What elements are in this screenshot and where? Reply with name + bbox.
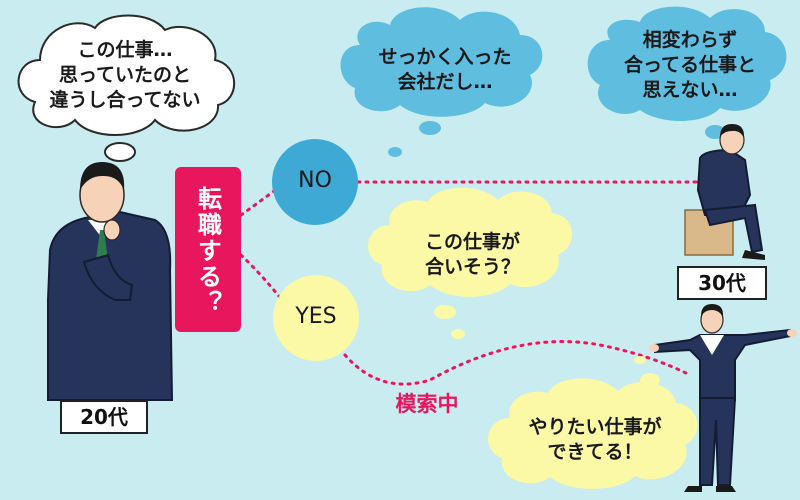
worker30-thought-line: 相変わらず xyxy=(642,29,738,51)
success-thought-line: できてる！ xyxy=(547,441,643,463)
no-thought-line: 会社だし… xyxy=(397,71,493,93)
thought-cloud-success xyxy=(488,356,698,489)
thought-cloud-no xyxy=(340,7,543,157)
decision-question: 転職する？ xyxy=(193,186,222,316)
worker-30s-figure xyxy=(684,124,765,260)
no-label: NO xyxy=(298,168,332,193)
worker20-thought-text: この仕事… 思っていたのと 違うし合ってない xyxy=(40,38,210,113)
worker-success-figure xyxy=(649,304,797,492)
age-label-30s: 30代 xyxy=(677,266,767,300)
thought-cloud-yes xyxy=(368,187,573,339)
no-thought-text: せっかく入った 会社だし… xyxy=(360,45,530,95)
yes-label: YES xyxy=(295,304,337,329)
worker20-thought-line: 思っていたのと xyxy=(58,64,192,86)
worker20-thought-line: この仕事… xyxy=(77,39,173,61)
worker30-thought-line: 合ってる仕事と xyxy=(623,54,757,76)
worker20-thought-line: 違うし合ってない xyxy=(49,89,201,111)
yes-thought-line: この仕事が xyxy=(424,231,520,253)
connector-yes-to-success xyxy=(343,340,692,386)
yes-thought-text: この仕事が 合いそう？ xyxy=(390,230,555,280)
searching-label: 模索中 xyxy=(395,392,459,416)
worker-20s-figure xyxy=(47,162,174,401)
yes-circle xyxy=(273,275,359,361)
worker30-thought-text: 相変わらず 合ってる仕事と 思えない… xyxy=(605,28,775,103)
success-thought-text: やりたい仕事が できてる！ xyxy=(505,415,685,465)
yes-thought-line: 合いそう？ xyxy=(424,256,520,278)
worker30-thought-line: 思えない… xyxy=(642,79,738,101)
no-circle xyxy=(272,139,358,225)
success-thought-line: やりたい仕事が xyxy=(528,416,662,438)
no-thought-line: せっかく入った xyxy=(378,46,512,68)
decision-box xyxy=(175,167,241,332)
connector-question-to-yes xyxy=(239,253,284,302)
thought-cloud-20s xyxy=(17,14,236,180)
age-label-20s: 20代 xyxy=(60,400,148,434)
